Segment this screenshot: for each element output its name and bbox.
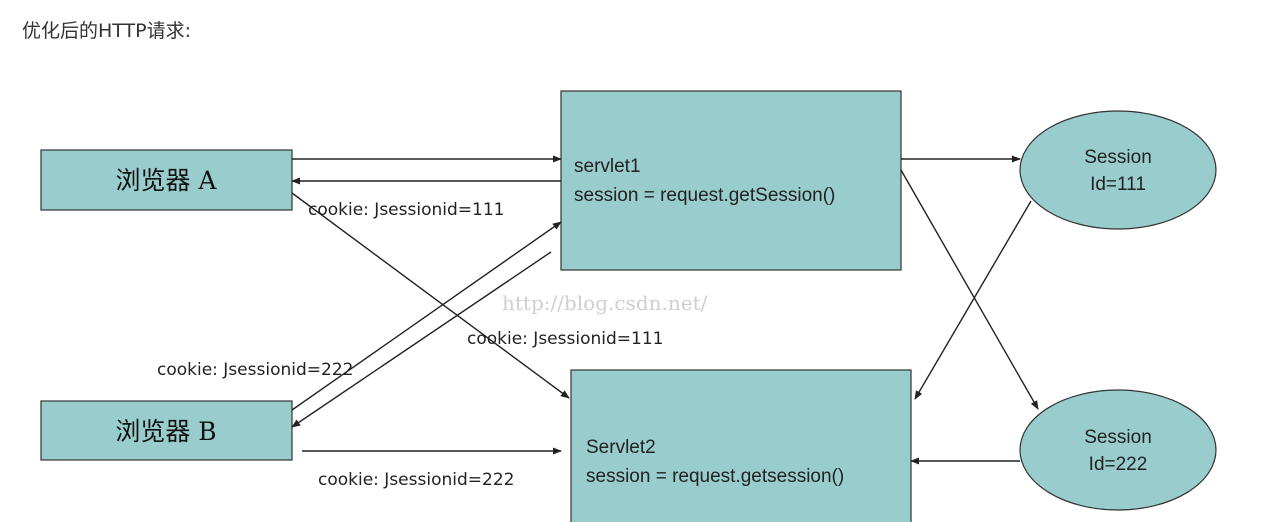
servlet1-code: session = request.getSession()	[574, 185, 835, 206]
servlet2-name: Servlet2	[586, 437, 656, 458]
session2-node: Session Id=222	[1019, 389, 1217, 511]
browser-a-label: 浏览器 A	[115, 166, 217, 195]
edge-browser-a-to-servlet2	[291, 192, 570, 399]
session1-id: Id=111	[1090, 174, 1146, 195]
session1-title: Session	[1084, 147, 1152, 168]
session2-title: Session	[1084, 427, 1152, 448]
servlet1-name: servlet1	[574, 156, 641, 177]
edge-label-b-cookie-lower: cookie: Jsessionid=222	[318, 470, 514, 490]
session1-node: Session Id=111	[1019, 110, 1217, 230]
edge-servlet1-to-browser-b	[291, 251, 552, 428]
servlet1-node: servlet1 session = request.getSession()	[560, 90, 902, 271]
page-heading: 优化后的HTTP请求:	[22, 20, 192, 42]
edge-label-a-cookie: cookie: Jsessionid=111	[308, 200, 504, 220]
edge-servlet1-to-session2	[900, 169, 1039, 410]
edge-label-b-cookie-upper: cookie: Jsessionid=222	[157, 360, 353, 380]
watermark: http://blog.csdn.net/	[502, 291, 708, 315]
servlet2-code: session = request.getsession()	[586, 466, 844, 487]
session2-id: Id=222	[1089, 454, 1148, 475]
browser-b-node: 浏览器 B	[40, 400, 293, 461]
edge-session1-to-servlet2	[914, 200, 1032, 400]
servlet2-node: Servlet2 session = request.getsession()	[570, 369, 912, 522]
browser-a-node: 浏览器 A	[40, 149, 293, 211]
browser-b-label: 浏览器 B	[115, 417, 216, 446]
edge-label-a-to-servlet2: cookie: Jsessionid=111	[467, 329, 663, 349]
edge-browser-b-to-servlet1	[291, 221, 562, 411]
